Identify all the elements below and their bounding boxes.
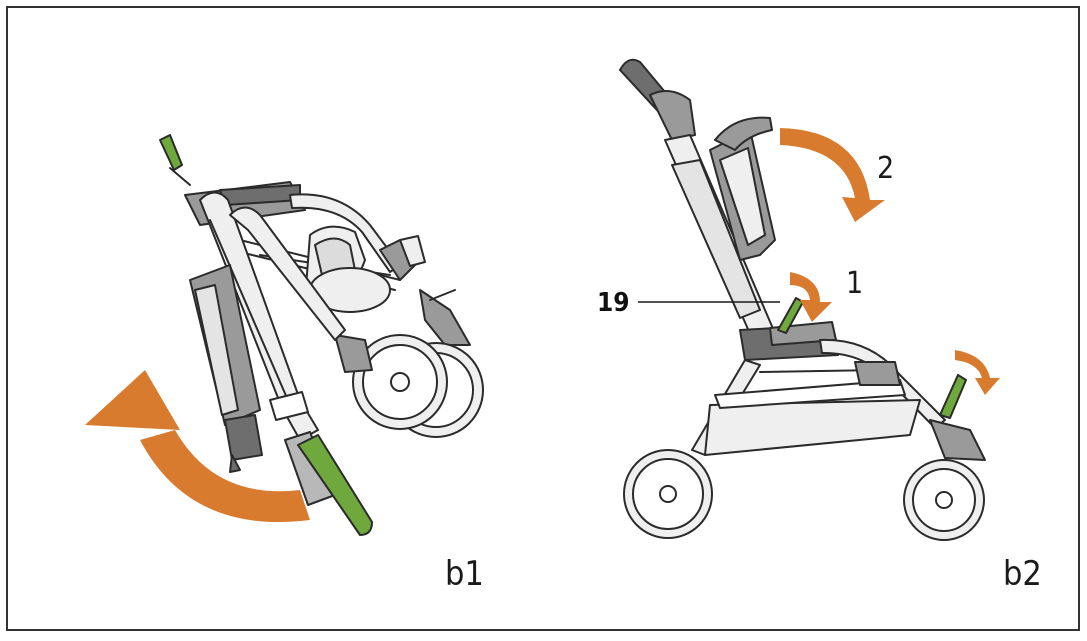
- step-number-1: 1: [846, 266, 863, 301]
- green-handle-grip-icon: [297, 434, 373, 536]
- rotate-arrow-icon: [85, 370, 310, 523]
- green-release-lever-icon: [159, 134, 183, 171]
- press-arrow-icon: [790, 272, 832, 322]
- footrest-arrow-icon: [955, 350, 1000, 395]
- figure-border: [6, 6, 1080, 631]
- folded-stroller-icon: [159, 134, 484, 536]
- step-number-2: 2: [877, 151, 894, 186]
- panel-label-b2: b2: [1003, 554, 1042, 594]
- fold-arrow-icon: [780, 128, 885, 222]
- stroller-side-view-icon: [619, 58, 986, 541]
- part-number-19: 19: [597, 288, 630, 318]
- green-footrest-lever-icon: [939, 374, 967, 419]
- panel-label-b1: b1: [445, 554, 484, 594]
